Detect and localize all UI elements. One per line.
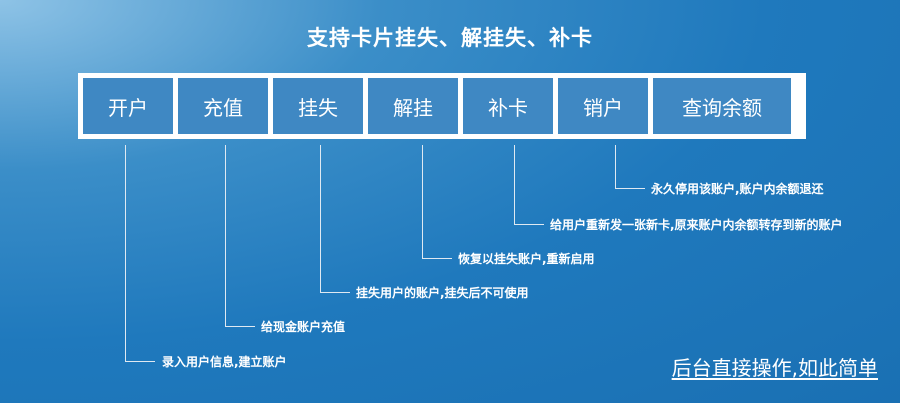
description-close-account: 永久停用该账户,账户内余额退还 xyxy=(651,182,824,196)
connector-reissue-card-vertical xyxy=(514,145,515,225)
connector-report-loss-horizontal xyxy=(320,292,350,293)
connector-reissue-card-horizontal xyxy=(514,224,544,225)
operation-unlock: 解挂 xyxy=(368,78,458,134)
connector-recharge-horizontal xyxy=(225,326,255,327)
diagram-title: 支持卡片挂失、解挂失、补卡 xyxy=(307,26,593,50)
operations-bar: 开户 充值 挂失 解挂 补卡 销户 查询余额 xyxy=(78,73,806,139)
description-open-account: 录入用户信息,建立账户 xyxy=(162,355,287,369)
operation-label: 补卡 xyxy=(488,95,528,120)
connector-close-account-vertical xyxy=(615,145,616,189)
description-unlock: 恢复以挂失账户,重新启用 xyxy=(458,252,595,266)
description-recharge: 给现金账户充值 xyxy=(261,320,346,334)
connector-open-account-vertical xyxy=(125,145,126,362)
operation-check-balance: 查询余额 xyxy=(653,78,791,134)
operation-label: 挂失 xyxy=(298,95,338,120)
operation-label: 查询余额 xyxy=(682,95,762,120)
slogan: 后台直接操作,如此简单 xyxy=(671,356,878,380)
connector-recharge-vertical xyxy=(225,145,226,327)
operation-label: 解挂 xyxy=(393,95,433,120)
connector-unlock-vertical xyxy=(422,145,423,259)
description-report-loss: 挂失用户的账户,挂失后不可使用 xyxy=(356,286,529,300)
operation-report-loss: 挂失 xyxy=(273,78,363,134)
operation-reissue-card: 补卡 xyxy=(463,78,553,134)
connector-open-account-horizontal xyxy=(125,361,155,362)
connector-report-loss-vertical xyxy=(320,145,321,293)
operation-label: 充值 xyxy=(203,95,243,120)
operation-label: 销户 xyxy=(583,95,623,120)
operation-label: 开户 xyxy=(108,95,148,120)
description-reissue-card: 给用户重新发一张新卡,原来账户内余额转存到新的账户 xyxy=(550,218,843,232)
operation-close-account: 销户 xyxy=(558,78,648,134)
connector-close-account-horizontal xyxy=(615,188,645,189)
operation-open-account: 开户 xyxy=(83,78,173,134)
connector-unlock-horizontal xyxy=(422,258,452,259)
operation-recharge: 充值 xyxy=(178,78,268,134)
